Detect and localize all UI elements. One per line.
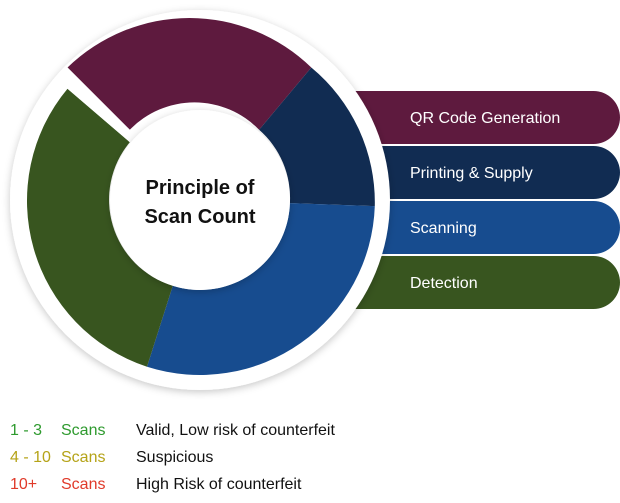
center-title-line2: Scan Count: [144, 206, 255, 228]
legend-description: High Risk of counterfeit: [136, 476, 302, 493]
ring-segment-detection: [26, 88, 173, 367]
legend-unit: Scans: [61, 476, 106, 493]
legend-description: Valid, Low risk of counterfeit: [136, 422, 335, 439]
legend-range: 1 - 3: [10, 422, 43, 439]
ring-segment-qr-code-generation: [67, 18, 312, 130]
legend-range: 10+: [10, 476, 38, 493]
stage-label-scanning: Scanning: [410, 220, 477, 237]
stage-label-printing-supply: Printing & Supply: [410, 165, 533, 182]
ring-gap: [67, 67, 130, 143]
legend-range: 4 - 10: [10, 449, 51, 466]
stage-pill-qr-code-generation: QR Code Generation: [300, 91, 620, 144]
stage-pill-detection: Detection: [300, 256, 620, 309]
ring-segment-printing-supply: [259, 67, 375, 207]
legend-unit: Scans: [61, 449, 106, 466]
scan-count-diagram: QR Code Generation Printing & Supply Sca…: [10, 10, 620, 390]
legend-unit: Scans: [61, 422, 106, 439]
center-title-line1: Principle of: [146, 177, 255, 199]
stage-label-detection: Detection: [410, 275, 478, 292]
stage-label-qr-code-generation: QR Code Generation: [410, 110, 560, 127]
ring-segment-scanning: [147, 203, 375, 375]
center-circle: [110, 110, 290, 290]
legend-description: Suspicious: [136, 449, 214, 466]
